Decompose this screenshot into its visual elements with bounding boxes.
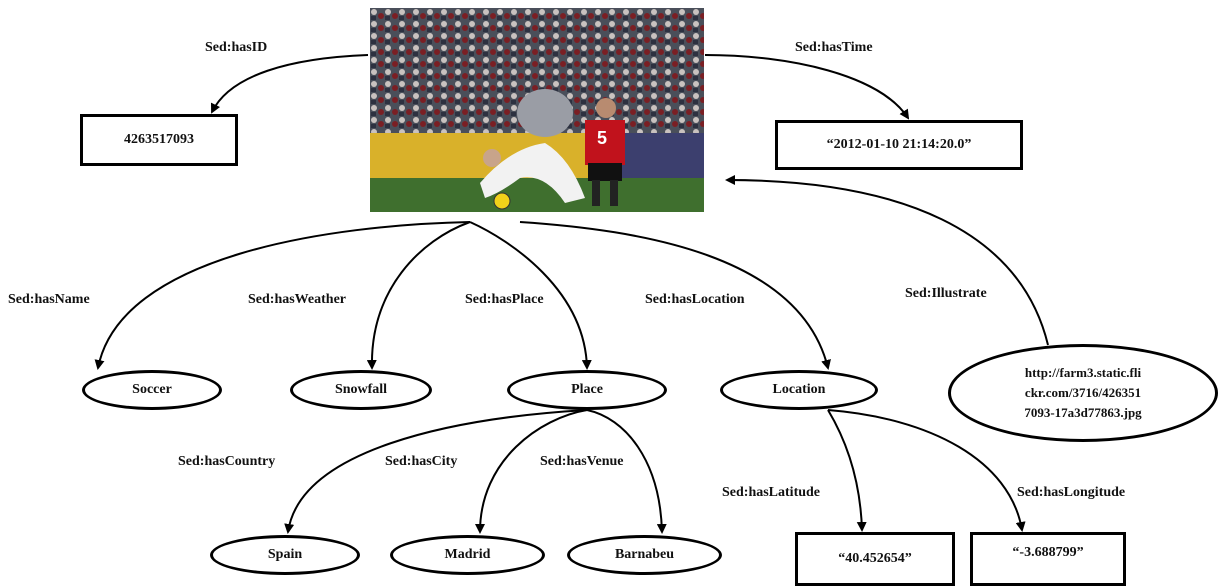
literal-time-box: “2012-01-10 21:14:20.0” (775, 120, 1023, 170)
node-barnabeu-label: Barnabeu (614, 547, 675, 562)
edge-has-latitude (827, 409, 867, 532)
literal-id-box: 4263517093 (80, 114, 238, 166)
edge-illustrate (725, 175, 1049, 346)
node-madrid: Madrid (390, 535, 545, 575)
node-spain-label: Spain (267, 547, 303, 562)
node-location-label: Location (772, 382, 826, 397)
jersey-number: 5 (597, 128, 607, 148)
node-soccer-label: Soccer (132, 382, 172, 397)
node-place: Place (507, 370, 667, 410)
node-barnabeu: Barnabeu (567, 535, 722, 575)
soccer-photo-image: 5 (370, 8, 704, 212)
edge-has-time (704, 54, 910, 120)
node-madrid-label: Madrid (444, 547, 491, 562)
node-snowfall: Snowfall (290, 370, 432, 410)
literal-time-text: “2012-01-10 21:14:20.0” (826, 137, 972, 152)
node-spain: Spain (210, 535, 360, 575)
edge-has-venue (586, 409, 667, 534)
node-url-line-1: http://farm3.static.fli (1024, 365, 1142, 380)
edge-has-place (469, 221, 592, 370)
label-has-weather: Sed:hasWeather (248, 292, 346, 307)
label-has-latitude: Sed:hasLatitude (722, 485, 821, 500)
label-has-country: Sed:hasCountry (178, 454, 276, 469)
edge-has-location (519, 221, 831, 370)
literal-id-text: 4263517093 (124, 132, 194, 147)
label-has-id: Sed:hasID (205, 40, 268, 55)
edge-has-longitude (827, 409, 1026, 532)
label-has-city: Sed:hasCity (385, 454, 458, 469)
label-has-time: Sed:hasTime (795, 40, 873, 55)
edge-has-weather (366, 221, 471, 370)
node-soccer: Soccer (82, 370, 222, 410)
literal-longitude-text: “-3.688799” (1012, 545, 1084, 560)
event-photo: 5 (370, 8, 704, 212)
node-snowfall-label: Snowfall (334, 382, 388, 397)
node-url-line-2: ckr.com/3716/426351 (1024, 385, 1142, 400)
edge-has-country (284, 409, 588, 534)
label-has-location: Sed:hasLocation (645, 292, 745, 307)
edge-has-id (211, 54, 369, 114)
node-place-label: Place (571, 382, 603, 397)
node-location: Location (720, 370, 878, 410)
literal-longitude-box: “-3.688799” (970, 532, 1126, 586)
label-has-name: Sed:hasName (8, 292, 90, 307)
node-url-line-3: 7093-17a3d77863.jpg (1024, 405, 1142, 420)
label-illustrate: Sed:Illustrate (905, 286, 987, 301)
literal-latitude-box: “40.452654” (795, 532, 955, 586)
label-has-longitude: Sed:hasLongitude (1017, 485, 1126, 500)
label-has-place: Sed:hasPlace (465, 292, 544, 307)
edge-has-city (475, 409, 588, 534)
label-has-venue: Sed:hasVenue (540, 454, 624, 469)
edge-has-name (94, 221, 471, 370)
node-photo-url: http://farm3.static.fli ckr.com/3716/426… (948, 344, 1218, 442)
literal-latitude-text: “40.452654” (838, 551, 912, 566)
